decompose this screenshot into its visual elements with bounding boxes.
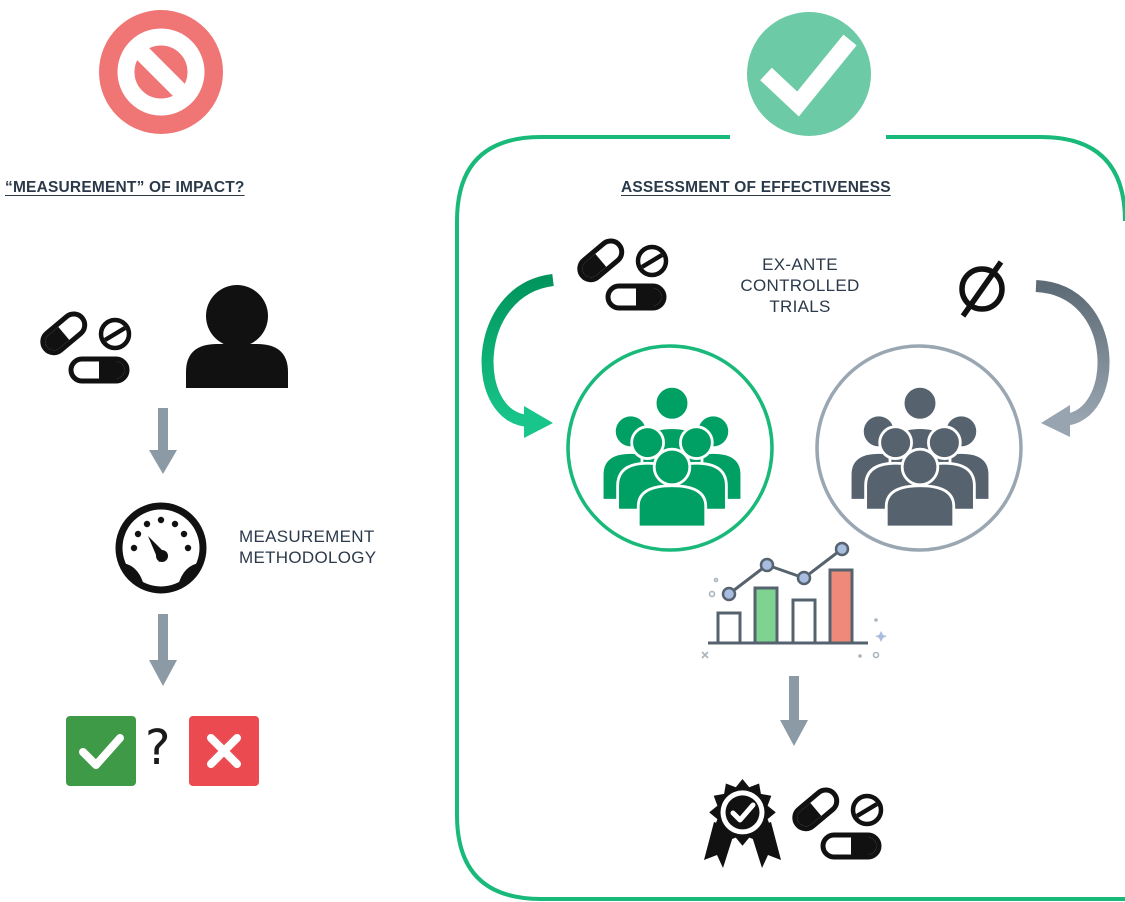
person-icon xyxy=(186,285,288,388)
arrow-down-3 xyxy=(780,676,808,746)
left-panel-title: “MEASUREMENT” OF IMPACT? xyxy=(5,179,245,196)
results-chart-icon xyxy=(701,541,887,659)
pills-icon xyxy=(575,237,666,308)
methodology-label-line: METHODOLOGY xyxy=(239,548,377,567)
trial-label-line: EX-ANTE xyxy=(762,255,838,274)
methodology-label: MEASUREMENT METHODOLOGY xyxy=(239,526,376,568)
trial-label-line: TRIALS xyxy=(769,297,831,316)
checkmark-icon xyxy=(747,12,871,136)
assessment-frame xyxy=(455,135,1125,901)
award-badge-icon xyxy=(704,779,781,868)
trial-label: EX-ANTE CONTROLLED TRIALS xyxy=(710,254,890,317)
treatment-group-icon xyxy=(566,344,774,552)
prohibited-icon xyxy=(99,10,223,134)
check-box-icon xyxy=(66,716,136,786)
placebo-icon xyxy=(959,260,1005,318)
arrow-down-1 xyxy=(149,408,177,474)
methodology-label-line: MEASUREMENT xyxy=(239,527,375,546)
gauge-icon xyxy=(115,502,207,594)
right-panel-title: ASSESSMENT OF EFFECTIVENESS xyxy=(621,179,891,196)
arrow-to-control-group xyxy=(1035,280,1110,437)
pills-icon xyxy=(790,786,881,857)
arrow-down-2 xyxy=(149,614,177,686)
question-mark: ? xyxy=(145,720,171,776)
trial-label-line: CONTROLLED xyxy=(740,276,860,295)
cross-box-icon xyxy=(189,716,259,786)
pills-icon xyxy=(38,310,129,381)
arrow-to-treatment-group xyxy=(481,274,555,438)
control-group-icon xyxy=(815,344,1023,552)
